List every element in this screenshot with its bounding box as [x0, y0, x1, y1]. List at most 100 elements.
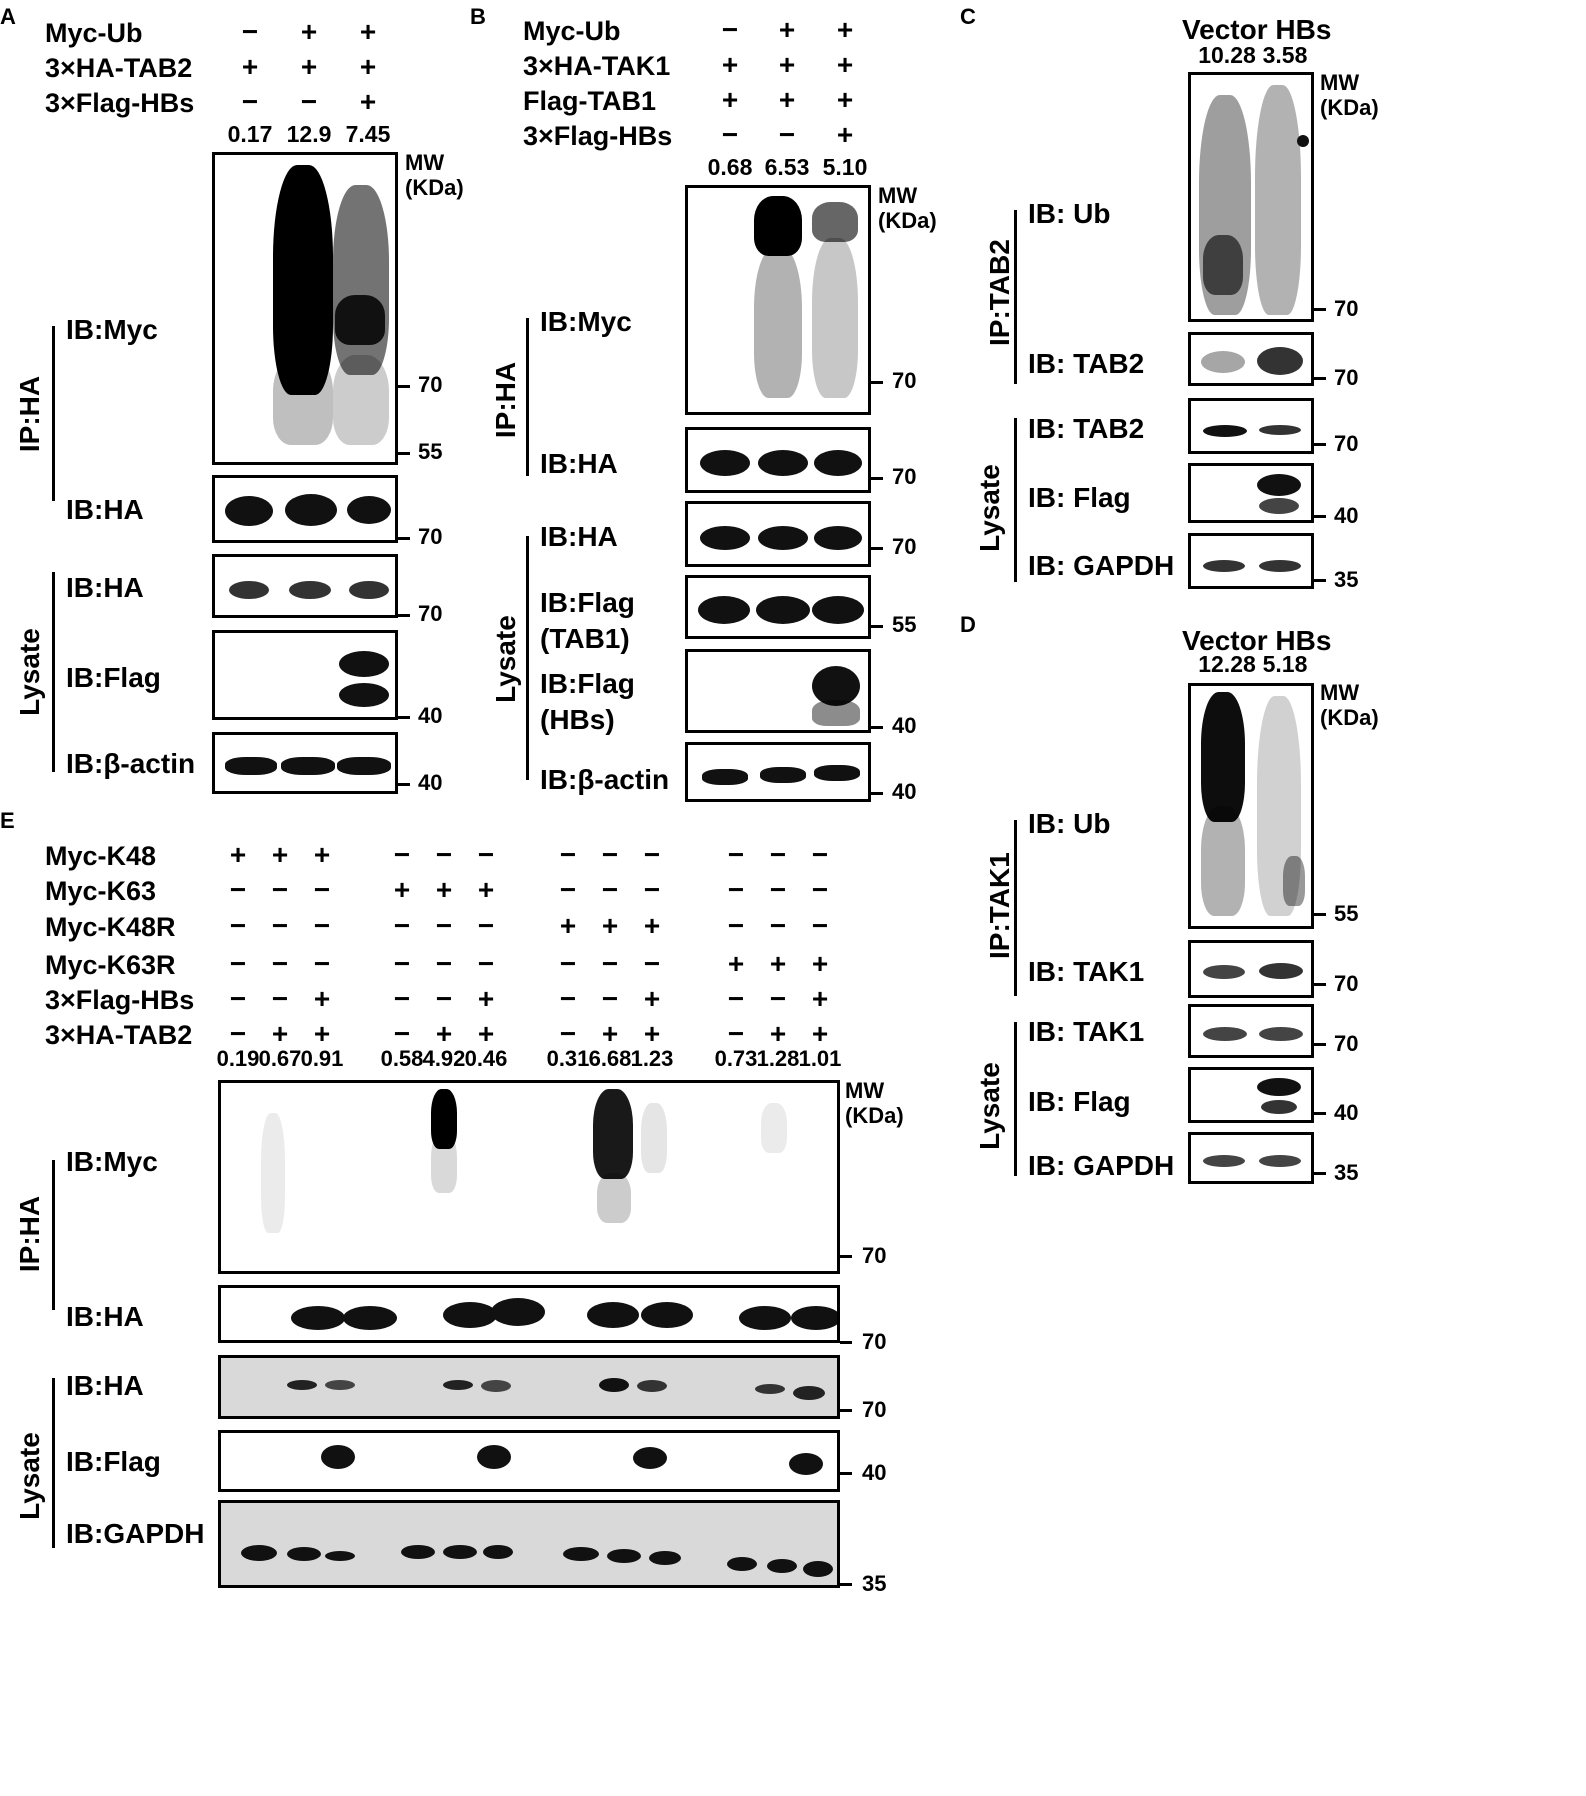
- blot-lysate-flag: [218, 1430, 840, 1492]
- mw-tick: [840, 1255, 852, 1258]
- mw-tick: [840, 1409, 852, 1412]
- group-label: Lysate: [14, 628, 45, 716]
- ib-label: IB: Flag: [1028, 1086, 1131, 1117]
- treatment-sign: −: [643, 948, 661, 979]
- mw-marker: 40: [892, 713, 917, 738]
- quantification-value: 5.10: [822, 154, 868, 180]
- quantification-value: 6.68: [588, 1046, 632, 1071]
- blot-ip-ha: [212, 475, 398, 543]
- ib-label: IB: TAB2: [1028, 348, 1145, 379]
- treatment-sign: +: [778, 84, 796, 115]
- treatment-label: Myc-K63: [45, 876, 157, 906]
- treatment-sign: −: [229, 983, 247, 1014]
- treatment-sign: −: [435, 983, 453, 1014]
- ib-label: IB: Ub: [1028, 198, 1111, 229]
- treatment-sign: +: [435, 1018, 453, 1049]
- mw-marker: 40: [892, 779, 917, 804]
- ib-label: IB:HA: [66, 1301, 144, 1332]
- treatment-label: 3×Flag-HBs: [45, 985, 195, 1015]
- mw-tick: [840, 1472, 852, 1475]
- treatment-sign: +: [359, 86, 377, 117]
- treatment-sign: −: [241, 16, 259, 47]
- mw-marker: 70: [418, 601, 443, 626]
- group-bracket: [1014, 418, 1017, 582]
- group-bracket: [52, 572, 55, 772]
- treatment-sign: −: [300, 86, 318, 117]
- mw-marker: 70: [1334, 365, 1359, 390]
- treatment-sign: +: [643, 983, 661, 1014]
- ib-label: IB:β-actin: [66, 748, 196, 779]
- ib-label: IB:HA: [540, 521, 618, 552]
- quantification-value: 0.67: [258, 1046, 302, 1071]
- ib-label: IB: GAPDH: [1028, 1150, 1175, 1181]
- mw-tick: [1314, 579, 1326, 582]
- group-bracket: [1014, 820, 1017, 996]
- mw-marker: 35: [1334, 567, 1359, 592]
- quantification-value: 10.28: [1198, 42, 1256, 68]
- treatment-sign: +: [359, 51, 377, 82]
- blot-ip-ub: [1188, 683, 1314, 929]
- quantification-value: 0.19: [216, 1046, 260, 1071]
- mw-marker: 70: [892, 534, 917, 559]
- mw-tick: [871, 625, 883, 628]
- ib-label: IB:β-actin: [540, 764, 670, 795]
- blot-lysate-gapdh: [218, 1500, 840, 1588]
- mw-tick: [398, 452, 410, 455]
- blot-lysate-tab2: [1188, 398, 1314, 454]
- treatment-label: Myc-Ub: [45, 18, 143, 48]
- treatment-sign: +: [769, 948, 787, 979]
- mw-header: MW (KDa): [878, 183, 937, 234]
- mw-marker: 70: [418, 372, 443, 397]
- mw-tick: [871, 792, 883, 795]
- treatment-sign: −: [313, 874, 331, 905]
- treatment-sign: −: [393, 839, 411, 870]
- quantification-value: 5.18: [1262, 651, 1308, 677]
- treatment-label: Myc-K48R: [45, 912, 176, 942]
- mw-tick: [1314, 443, 1326, 446]
- treatment-sign: +: [643, 1018, 661, 1049]
- treatment-sign: −: [601, 839, 619, 870]
- mw-marker: 70: [1334, 296, 1359, 321]
- quantification-value: 12.9: [286, 121, 332, 147]
- treatment-label: 3×HA-TAK1: [523, 51, 671, 81]
- mw-marker: 70: [1334, 1031, 1359, 1056]
- treatment-sign: −: [559, 1018, 577, 1049]
- mw-tick: [871, 381, 883, 384]
- treatment-sign: −: [271, 983, 289, 1014]
- treatment-sign: −: [769, 983, 787, 1014]
- treatment-sign: +: [836, 14, 854, 45]
- treatment-sign: −: [643, 874, 661, 905]
- treatment-sign: −: [229, 1018, 247, 1049]
- mw-tick: [398, 614, 410, 617]
- treatment-label: 3×Flag-HBs: [523, 121, 673, 151]
- treatment-sign: −: [559, 839, 577, 870]
- group-label: IP:HA: [14, 375, 45, 453]
- mw-tick: [1314, 515, 1326, 518]
- mw-tick: [840, 1341, 852, 1344]
- group-label: IP:TAK1: [984, 852, 1015, 959]
- ib-label: IB:HA: [66, 572, 144, 603]
- treatment-sign: +: [643, 910, 661, 941]
- group-bracket: [526, 318, 529, 476]
- lane-header: Vector HBs: [1182, 14, 1332, 45]
- blot-lysate-flag: [1188, 463, 1314, 523]
- treatment-sign: −: [769, 839, 787, 870]
- mw-header: MW (KDa): [1320, 70, 1379, 121]
- treatment-sign: +: [727, 948, 745, 979]
- mw-marker: 40: [862, 1460, 887, 1485]
- quantification-value: 0.46: [464, 1046, 508, 1071]
- mw-tick: [871, 726, 883, 729]
- blot-ip-myc: [212, 152, 398, 465]
- blot-lysate-flag-tab1: [685, 575, 871, 639]
- group-bracket: [1014, 1022, 1017, 1176]
- mw-tick: [398, 385, 410, 388]
- mw-marker: 40: [1334, 503, 1359, 528]
- treatment-sign: −: [435, 839, 453, 870]
- blot-ip-myc: [685, 185, 871, 415]
- panel-letter-a: A: [0, 4, 16, 29]
- treatment-sign: +: [313, 983, 331, 1014]
- ib-label: IB:GAPDH: [66, 1518, 205, 1549]
- mw-marker: 55: [418, 439, 443, 464]
- mw-marker: 35: [862, 1571, 887, 1596]
- treatment-sign: −: [559, 983, 577, 1014]
